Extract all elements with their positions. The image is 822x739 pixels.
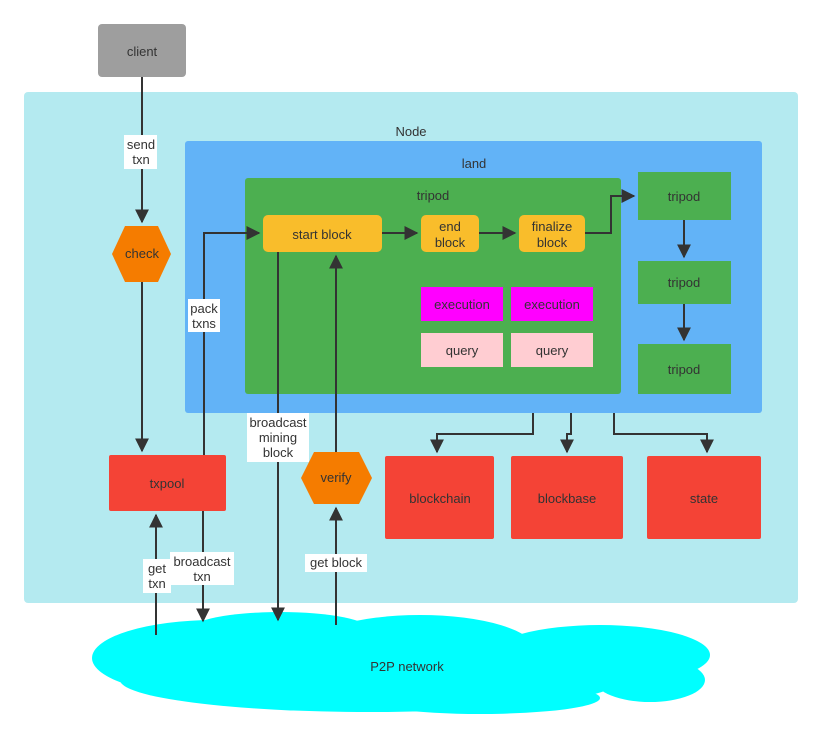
edge-label-txn-2: txn [148,576,165,591]
query-label-1: query [446,343,479,358]
check-hexagon [112,226,171,282]
execution-label-1: execution [434,297,490,312]
tripod-right-box-1 [638,172,731,220]
edge-label-broadcast-2: broadcast [173,554,230,569]
edge-label-get: get [148,561,166,576]
tripod-main-label: tripod [417,188,450,203]
end-block-box [421,215,479,252]
blockbase-box [511,456,623,539]
verify-hexagon [301,452,372,504]
start-block-label: start block [292,227,352,242]
state-label: state [690,491,718,506]
edge-label-pack: pack [190,301,218,316]
edges [135,77,714,635]
blockchain-label: blockchain [409,491,470,506]
edge-land-blockbase [560,413,574,454]
finalize-block-label-2: block [537,235,568,250]
state-box [647,456,761,539]
tripod-right-label-1: tripod [668,189,701,204]
edge-label-txns: txns [192,316,216,331]
check-label: check [125,246,159,261]
edge-label-txn-3: txn [193,569,210,584]
edge-land-state [613,413,714,454]
blockchain-box [385,456,494,539]
edge-pack-txns [203,226,261,455]
client-label: client [127,44,158,59]
txpool-label: txpool [150,476,185,491]
tripod-right-box-3 [638,344,731,394]
end-block-label-2: block [435,235,466,250]
query-label-2: query [536,343,569,358]
finalize-block-label-1: finalize [532,219,572,234]
client-box [98,24,186,77]
tripod-right-label-3: tripod [668,362,701,377]
edge-label-broadcast-1: broadcast [249,415,306,430]
execution-label-2: execution [524,297,580,312]
blockbase-label: blockbase [538,491,597,506]
txpool-box [109,455,226,511]
p2p-network-label: P2P network [370,659,444,674]
finalize-block-box [519,215,585,252]
edge-finalize-tripod [585,189,636,234]
verify-label: verify [320,470,352,485]
edge-label-get-block: get block [310,555,363,570]
query-box-1 [421,333,503,367]
edge-label-send: send [127,137,155,152]
edge-label-txn-1: txn [132,152,149,167]
node-label: Node [395,124,426,139]
p2p-network-cloud [92,612,710,714]
edge-label-block: block [263,445,294,460]
execution-box-2 [511,287,593,321]
execution-box-1 [421,287,503,321]
edge-label-mining: mining [259,430,297,445]
start-block-box [263,215,382,252]
query-box-2 [511,333,593,367]
land-label: land [462,156,487,171]
end-block-label-1: end [439,219,461,234]
tripod-right-box-2 [638,261,731,304]
tripod-right-label-2: tripod [668,275,701,290]
edge-land-blockchain [430,413,534,454]
